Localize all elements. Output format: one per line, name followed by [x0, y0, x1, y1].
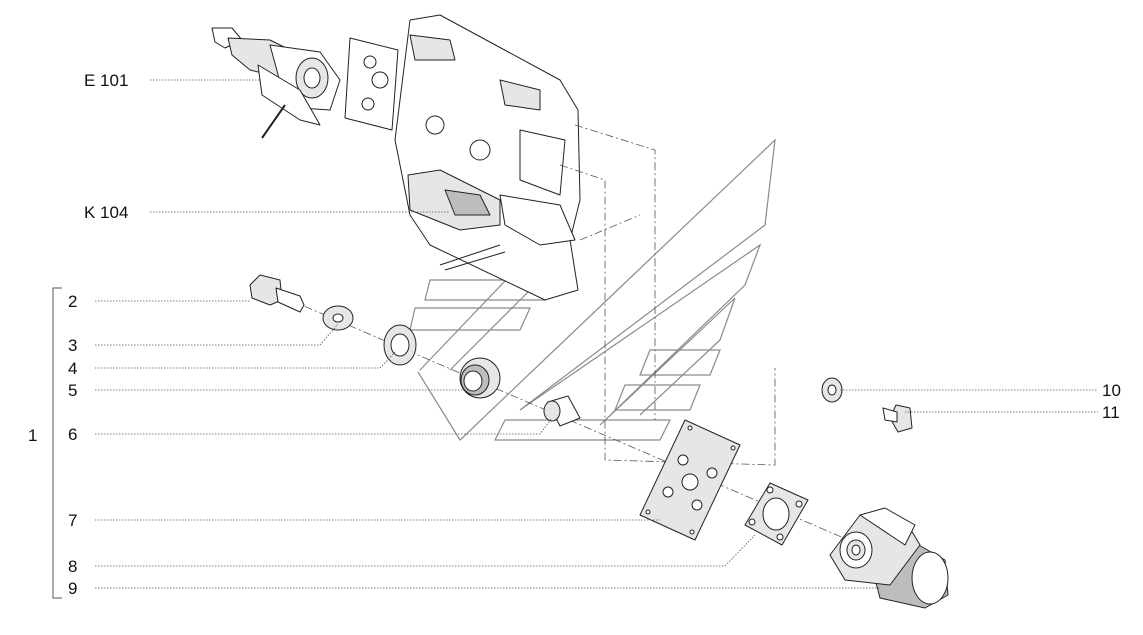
- callout-e101: E 101: [84, 71, 128, 90]
- leader-lines: [95, 79, 1098, 589]
- callout-8: 8: [68, 557, 77, 576]
- part-6-sleeve: [543, 395, 581, 427]
- part-7-plate: [639, 419, 741, 541]
- callout-6: 6: [68, 425, 77, 444]
- callout-10: 10: [1102, 381, 1121, 400]
- callout-2: 2: [68, 292, 77, 311]
- callout-7: 7: [68, 511, 77, 530]
- part-10-washer: [821, 377, 843, 403]
- callout-5: 5: [68, 381, 77, 400]
- callout-11: 11: [1102, 403, 1120, 422]
- callout-3: 3: [68, 336, 77, 355]
- part-11-screw: [882, 404, 913, 433]
- bracket-k104: [394, 14, 581, 301]
- callout-group-1: 1: [28, 426, 37, 445]
- callout-9: 9: [68, 579, 77, 598]
- group-bracket: [52, 287, 62, 599]
- callout-k104: K 104: [84, 203, 128, 222]
- callout-4: 4: [68, 359, 77, 378]
- part-9-steering-unit: [829, 507, 949, 609]
- part-3-washer: [322, 305, 354, 331]
- part-8-gasket: [744, 482, 809, 546]
- steering-column-e101: [211, 27, 399, 139]
- callout-labels: E 101 K 104 1 2 3 4 5 6 7 8 9 10 11: [28, 71, 1121, 598]
- part-5-bearing: [459, 357, 501, 399]
- part-4-bushing: [383, 324, 417, 366]
- part-2-bolt: [249, 274, 305, 313]
